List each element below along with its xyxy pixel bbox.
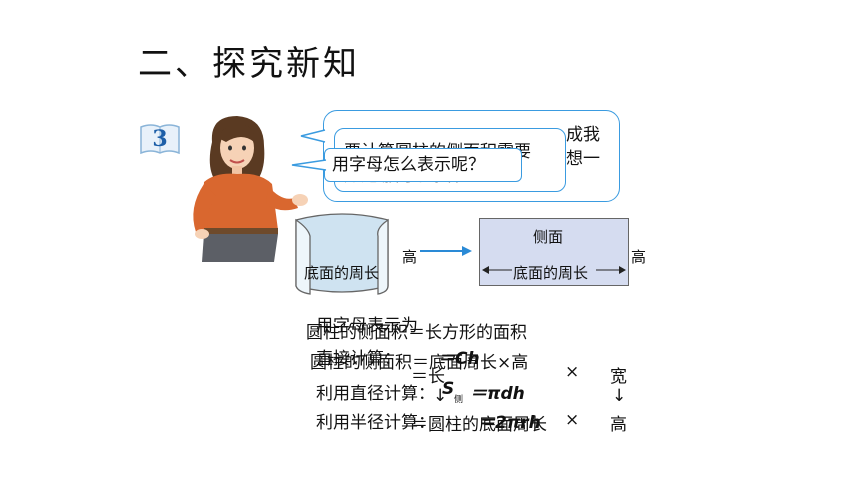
page-title: 二、探究新知 (138, 44, 360, 84)
eq-ch: ＝Ch (438, 349, 480, 369)
right-arrow-icon (596, 266, 626, 274)
teacher-illustration (193, 116, 308, 262)
bubble-tail-front (291, 159, 327, 171)
s-symbol: S (442, 379, 455, 399)
transform-arrow-icon (420, 246, 472, 256)
cylinder-circumference-label: 底面的周长 (304, 264, 380, 282)
height-label: 高 (610, 415, 627, 435)
book-icon (140, 124, 180, 155)
cylinder-height-label: 高 (402, 248, 418, 266)
times-sign-1: × (565, 362, 580, 382)
rect-top-label: 侧面 (533, 228, 564, 246)
unrolled-cylinder-shape (295, 213, 389, 295)
bubble-tail-back (300, 129, 326, 143)
rect-height-label: 高 (631, 248, 647, 266)
eq-2pirh: ＝2πrh (478, 413, 541, 433)
direct-calc-label: 直接计算： (316, 349, 401, 369)
down-arrow-2: ↓ (612, 386, 627, 406)
s-subscript: 侧 (454, 395, 464, 405)
width-label: 宽 (610, 367, 627, 387)
eq-pidh: ＝πdh (470, 384, 525, 404)
lateral-equals-rectangle: 圆柱的侧面积＝长方形的面积 (306, 323, 527, 343)
bubble-back-right-line1: 成我 (566, 125, 600, 145)
lateral-area-formula: 圆柱的侧面积＝底面周长×高 (310, 353, 529, 373)
eq-base-circumference: ＝圆柱的底面周长 (411, 415, 547, 435)
rect-bottom-label: 底面的周长 (513, 264, 589, 282)
bubble-front-text: 用字母怎么表示呢？ (332, 155, 485, 175)
diameter-calc-label: 利用直径计算： (316, 384, 435, 404)
example-number: 3 (152, 126, 168, 152)
use-letters-label: 用字母表示为 (316, 316, 418, 336)
eq-long: ＝长 (411, 367, 445, 387)
times-sign-2: × (565, 410, 580, 430)
down-arrow-1: ↓ (433, 386, 448, 406)
left-arrow-icon (482, 266, 512, 274)
radius-calc-label: 利用半径计算： (316, 413, 435, 433)
lateral-surface-rectangle (479, 218, 629, 286)
bubble-back-right-line2: 想一 (566, 149, 600, 169)
